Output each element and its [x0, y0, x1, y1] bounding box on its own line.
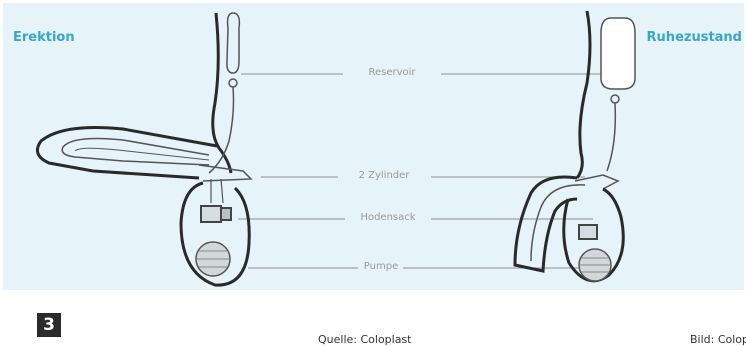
diagram-panel: Erektion Ruhezustand Reservoir 2 Zylinde…	[3, 3, 744, 290]
figure-number-badge: 3	[37, 313, 61, 337]
callout-reservoir: Reservoir	[368, 67, 415, 78]
erection-title: Erektion	[13, 30, 75, 45]
erection-figure	[37, 13, 251, 285]
flaccid-figure	[515, 11, 635, 281]
callout-scrotum: Hodensack	[360, 212, 415, 223]
resting-state-title: Ruhezustand	[647, 30, 742, 45]
callout-cylinders: 2 Zylinder	[359, 170, 410, 181]
image-credit: Bild: Coloplast	[690, 333, 746, 346]
source-caption: Quelle: Coloplast	[318, 333, 412, 346]
callout-pump: Pumpe	[364, 261, 398, 272]
implant-illustration	[3, 3, 744, 290]
